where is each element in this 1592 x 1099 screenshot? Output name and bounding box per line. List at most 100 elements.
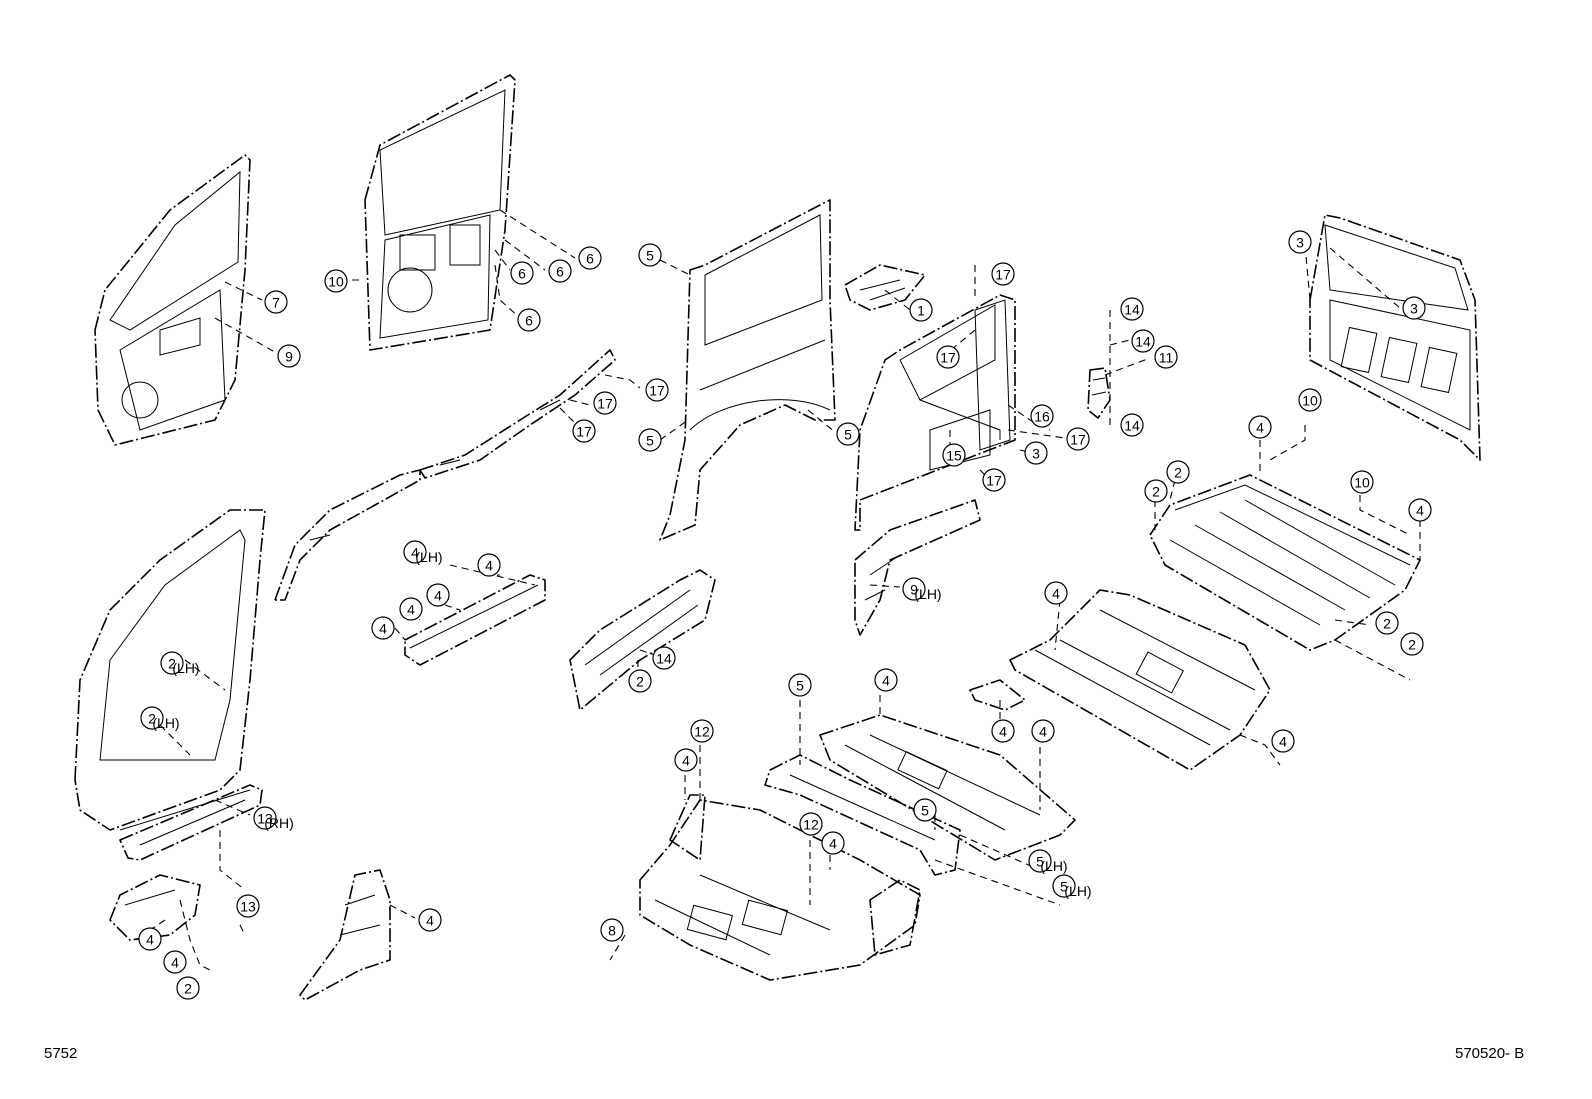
callout-13: 13(RH) — [253, 806, 294, 831]
hinge-bracket-11 — [1087, 367, 1111, 419]
callout-4: 4 — [426, 583, 450, 607]
callout-17: 17 — [645, 378, 669, 402]
callout-number: 13 — [240, 899, 256, 915]
callout-circle — [821, 831, 845, 855]
callout-circle — [176, 976, 200, 1000]
callout-number: 5 — [646, 433, 654, 449]
callout-circle — [638, 428, 662, 452]
callout-11: 11 — [1154, 345, 1178, 369]
callout-circle — [1024, 441, 1048, 465]
callout-circle — [799, 812, 823, 836]
quarter-panel-outline — [659, 199, 836, 541]
callout-circle — [1052, 874, 1076, 898]
callout-9: 9 — [277, 344, 301, 368]
callout-circle — [371, 616, 395, 640]
callout-circle — [1298, 388, 1322, 412]
callout-circle — [426, 583, 450, 607]
callout-circle — [936, 345, 960, 369]
callout-number: 13 — [257, 811, 273, 827]
callout-circle — [1271, 729, 1295, 753]
callout-circle — [991, 719, 1015, 743]
callout-number: 14 — [1124, 302, 1140, 318]
callout-circle — [909, 298, 933, 322]
callout-circle — [1131, 329, 1155, 353]
callout-circle — [548, 259, 572, 283]
callout-number: 17 — [995, 267, 1011, 283]
callout-circle — [1044, 581, 1068, 605]
upper-bracket-1 — [844, 264, 926, 311]
side-sill-inner — [569, 569, 716, 711]
callout-circle — [628, 669, 652, 693]
callout-number: 4 — [682, 753, 690, 769]
callout-number: 11 — [1159, 350, 1174, 366]
callout-5: 5 — [638, 243, 662, 267]
callout-number: 17 — [1070, 432, 1086, 448]
callout-number: 4 — [485, 558, 493, 574]
callout-circle — [236, 894, 260, 918]
callout-circle — [418, 908, 442, 932]
callout-circle — [477, 553, 501, 577]
callout-12: 12 — [799, 812, 823, 836]
callout-suffix: (LH) — [914, 586, 941, 602]
pillar-inner-9 — [854, 499, 981, 636]
callout-number: 17 — [986, 473, 1002, 489]
callout-5: 5 — [913, 798, 937, 822]
callout-number: 4 — [882, 673, 890, 689]
callout-7: 7 — [264, 290, 288, 314]
callout-2: 2 — [1166, 460, 1190, 484]
callout-circle — [1030, 404, 1054, 428]
callout-6: 6 — [510, 261, 534, 285]
callout-number: 4 — [829, 836, 837, 852]
callout-circle — [1031, 719, 1055, 743]
callout-number: 8 — [608, 923, 616, 939]
callout-number: 6 — [556, 264, 564, 280]
callout-circle — [1028, 849, 1052, 873]
callout-10: 10 — [1350, 470, 1374, 494]
callout-number: 4 — [379, 621, 387, 637]
small-bracket-4 — [969, 679, 1026, 711]
callout-circle — [160, 651, 184, 675]
callout-5: 5 — [638, 428, 662, 452]
callout-5: 5 — [788, 673, 812, 697]
callout-number: 15 — [946, 448, 962, 464]
callout-14: 14 — [1131, 329, 1155, 353]
callout-number: 14 — [1124, 418, 1140, 434]
callout-3: 3 — [1402, 296, 1426, 320]
callout-4: 4 — [1031, 719, 1055, 743]
callout-4: 4 — [163, 950, 187, 974]
callout-circle — [403, 540, 427, 564]
callout-circle — [1402, 296, 1426, 320]
callout-number: 6 — [525, 313, 533, 329]
callout-circle — [399, 597, 423, 621]
callout-circle — [638, 243, 662, 267]
callout-13: 13 — [236, 894, 260, 918]
callout-4: 4 — [1271, 729, 1295, 753]
callout-circle — [578, 246, 602, 270]
callout-circle — [510, 261, 534, 285]
callout-14: 14 — [652, 646, 676, 670]
callout-number: 2 — [184, 981, 192, 997]
callout-4: 4 — [674, 748, 698, 772]
front-lower-pillar-4 — [299, 869, 391, 1001]
front-floor-cross-member — [764, 754, 961, 876]
callout-circle — [1408, 498, 1432, 522]
callout-5: 5 — [836, 422, 860, 446]
callout-suffix: (LH) — [172, 660, 199, 676]
rear-floor-panel — [1149, 474, 1421, 651]
callout-circle — [324, 269, 348, 293]
front-pillar-outline — [74, 509, 266, 831]
callout-number: 6 — [586, 251, 594, 267]
callout-15: 15 — [942, 443, 966, 467]
callout-3: 3 — [1288, 230, 1312, 254]
callout-circle — [1066, 427, 1090, 451]
sliding-door-outline — [364, 74, 516, 351]
callout-circle — [902, 577, 926, 601]
callout-number: 12 — [694, 724, 710, 740]
callout-4: 4 — [1044, 581, 1068, 605]
callout-6: 6 — [517, 308, 541, 332]
callout-number: 1 — [917, 303, 925, 319]
callout-circle — [788, 673, 812, 697]
callout-number: 3 — [1296, 235, 1304, 251]
callout-circle — [1120, 413, 1144, 437]
callout-circle — [942, 443, 966, 467]
